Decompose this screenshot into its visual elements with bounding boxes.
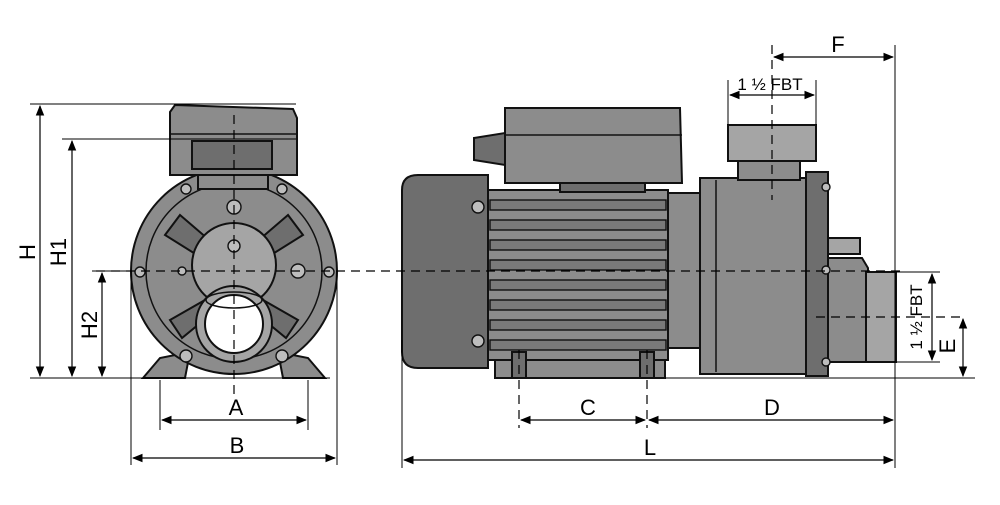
label-b: B [230,433,245,458]
front-bolt-6 [275,349,289,363]
side-fin-8 [489,339,667,351]
front-cable-gland [191,140,273,170]
side-bolt-4 [821,265,831,275]
side-fin-2 [489,219,667,231]
side-inlet-neck [827,257,869,363]
side-pump-housing [699,177,816,375]
front-bolt-5 [179,349,193,363]
side-bolt-2 [471,334,485,348]
side-bolt-1 [471,200,485,214]
side-bolt-3 [821,182,831,192]
label-inlet-thread: 1 ½ FBT [907,284,926,349]
label-outlet-thread: 1 ½ FBT [737,75,802,94]
side-fin-7 [489,319,667,331]
label-h: H [15,244,40,260]
front-bolt-2 [276,183,288,195]
label-e: E [935,339,960,354]
label-c: C [580,395,596,420]
side-box-neck [559,182,646,193]
label-a: A [229,395,244,420]
side-fin-3 [489,239,667,251]
label-f: F [831,32,844,57]
side-fin-5 [489,279,667,291]
side-fin-6 [489,299,667,311]
front-bolt-3 [134,266,146,278]
label-d: D [764,395,780,420]
label-h2: H2 [77,311,102,339]
side-fin-4 [489,259,667,271]
side-motor-body [487,189,669,361]
front-box-neck [197,174,269,190]
dimensions: H H1 H2 A B C D L F 1 ½ FBT 1 ½ FBT E [15,32,975,468]
side-base [494,359,666,379]
front-bolt-4 [323,266,335,278]
front-inlet-rim [205,291,263,309]
side-terminal-box [504,107,684,184]
side-fin-1 [489,199,667,211]
label-h1: H1 [46,238,71,266]
side-view [96,45,965,428]
side-bolt-5 [821,357,831,367]
front-bolt-1 [180,183,192,195]
front-view [130,103,338,395]
side-pump-lug [827,237,861,255]
label-l: L [644,435,656,460]
side-cable-gland [473,131,506,167]
